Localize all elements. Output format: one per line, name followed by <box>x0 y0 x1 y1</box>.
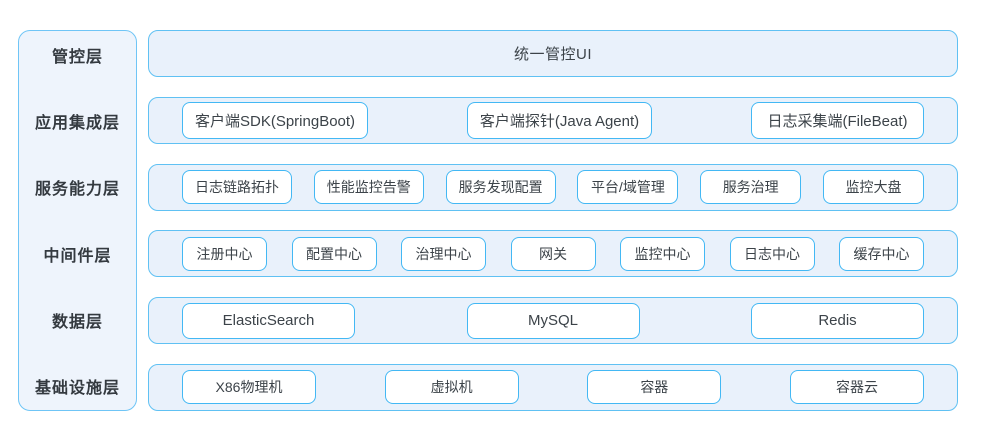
row-data-layer: ElasticSearch MySQL Redis <box>148 297 958 345</box>
component-box-platform-domain-mgmt: 平台/域管理 <box>577 170 679 205</box>
component-box-log-trace-topology: 日志链路拓扑 <box>182 170 292 205</box>
component-box-x86-physical-machine: X86物理机 <box>182 370 316 405</box>
layer-label-middleware: 中间件层 <box>43 247 112 265</box>
component-box-service-governance: 服务治理 <box>700 170 802 205</box>
component-box-elasticsearch: ElasticSearch <box>182 302 355 339</box>
layer-label-service-capability: 服务能力层 <box>34 181 120 199</box>
component-box-registry-center: 注册中心 <box>182 236 267 271</box>
component-box-gateway: 网关 <box>510 236 596 271</box>
component-box-container: 容器 <box>587 370 722 405</box>
layer-label-app-integration: 应用集成层 <box>34 114 120 132</box>
sidebar-cell-service-capability-layer: 服务能力层 <box>23 164 132 211</box>
row-app-integration-layer: 客户端SDK(SpringBoot) 客户端探针(Java Agent) 日志采… <box>148 96 958 144</box>
sidebar-cell-control-layer: 管控层 <box>23 31 132 78</box>
component-box-virtual-machine: 虚拟机 <box>384 370 519 405</box>
component-box-monitor-center: 监控中心 <box>620 236 705 271</box>
component-box-log-center: 日志中心 <box>729 236 815 271</box>
unified-console-ui-label: 统一管控UI <box>513 46 592 63</box>
component-box-config-center: 配置中心 <box>291 236 377 271</box>
sidebar-cell-data-layer: 数据层 <box>23 297 132 344</box>
component-box-governance-center: 治理中心 <box>401 236 486 271</box>
row-service-capability-layer: 日志链路拓扑 性能监控告警 服务发现配置 平台/域管理 服务治理 监控大盘 <box>148 163 958 211</box>
sidebar-cell-infrastructure-layer: 基础设施层 <box>23 363 132 410</box>
layer-sidebar: 管控层 应用集成层 服务能力层 中间件层 数据层 基础设施层 <box>18 30 137 411</box>
component-box-client-agent: 客户端探针(Java Agent) <box>466 101 653 139</box>
diagram-layout: 管控层 应用集成层 服务能力层 中间件层 数据层 基础设施层 统一管控UI <box>18 30 958 411</box>
layer-label-infrastructure: 基础设施层 <box>34 380 120 398</box>
sidebar-cell-app-integration-layer: 应用集成层 <box>23 97 132 144</box>
layer-label-control: 管控层 <box>51 48 103 66</box>
component-box-redis: Redis <box>751 302 924 339</box>
component-box-cache-center: 缓存中心 <box>839 236 924 271</box>
component-box-service-discovery-config: 服务发现配置 <box>445 170 556 205</box>
component-box-log-collector: 日志采集端(FileBeat) <box>751 101 924 139</box>
row-infrastructure-layer: X86物理机 虚拟机 容器 容器云 <box>148 363 958 411</box>
component-box-performance-alerting: 性能监控告警 <box>313 170 424 205</box>
component-box-client-sdk: 客户端SDK(SpringBoot) <box>182 101 369 139</box>
row-control-layer: 统一管控UI <box>148 30 958 77</box>
component-box-monitoring-dashboard: 监控大盘 <box>822 170 924 205</box>
component-box-container-cloud: 容器云 <box>789 370 924 405</box>
layer-label-data: 数据层 <box>51 314 103 332</box>
layer-rows: 统一管控UI 客户端SDK(SpringBoot) 客户端探针(Java Age… <box>148 30 958 411</box>
component-box-mysql: MySQL <box>466 302 640 339</box>
row-middleware-layer: 注册中心 配置中心 治理中心 网关 监控中心 日志中心 缓存中心 <box>148 230 958 278</box>
sidebar-cell-middleware-layer: 中间件层 <box>23 230 132 277</box>
